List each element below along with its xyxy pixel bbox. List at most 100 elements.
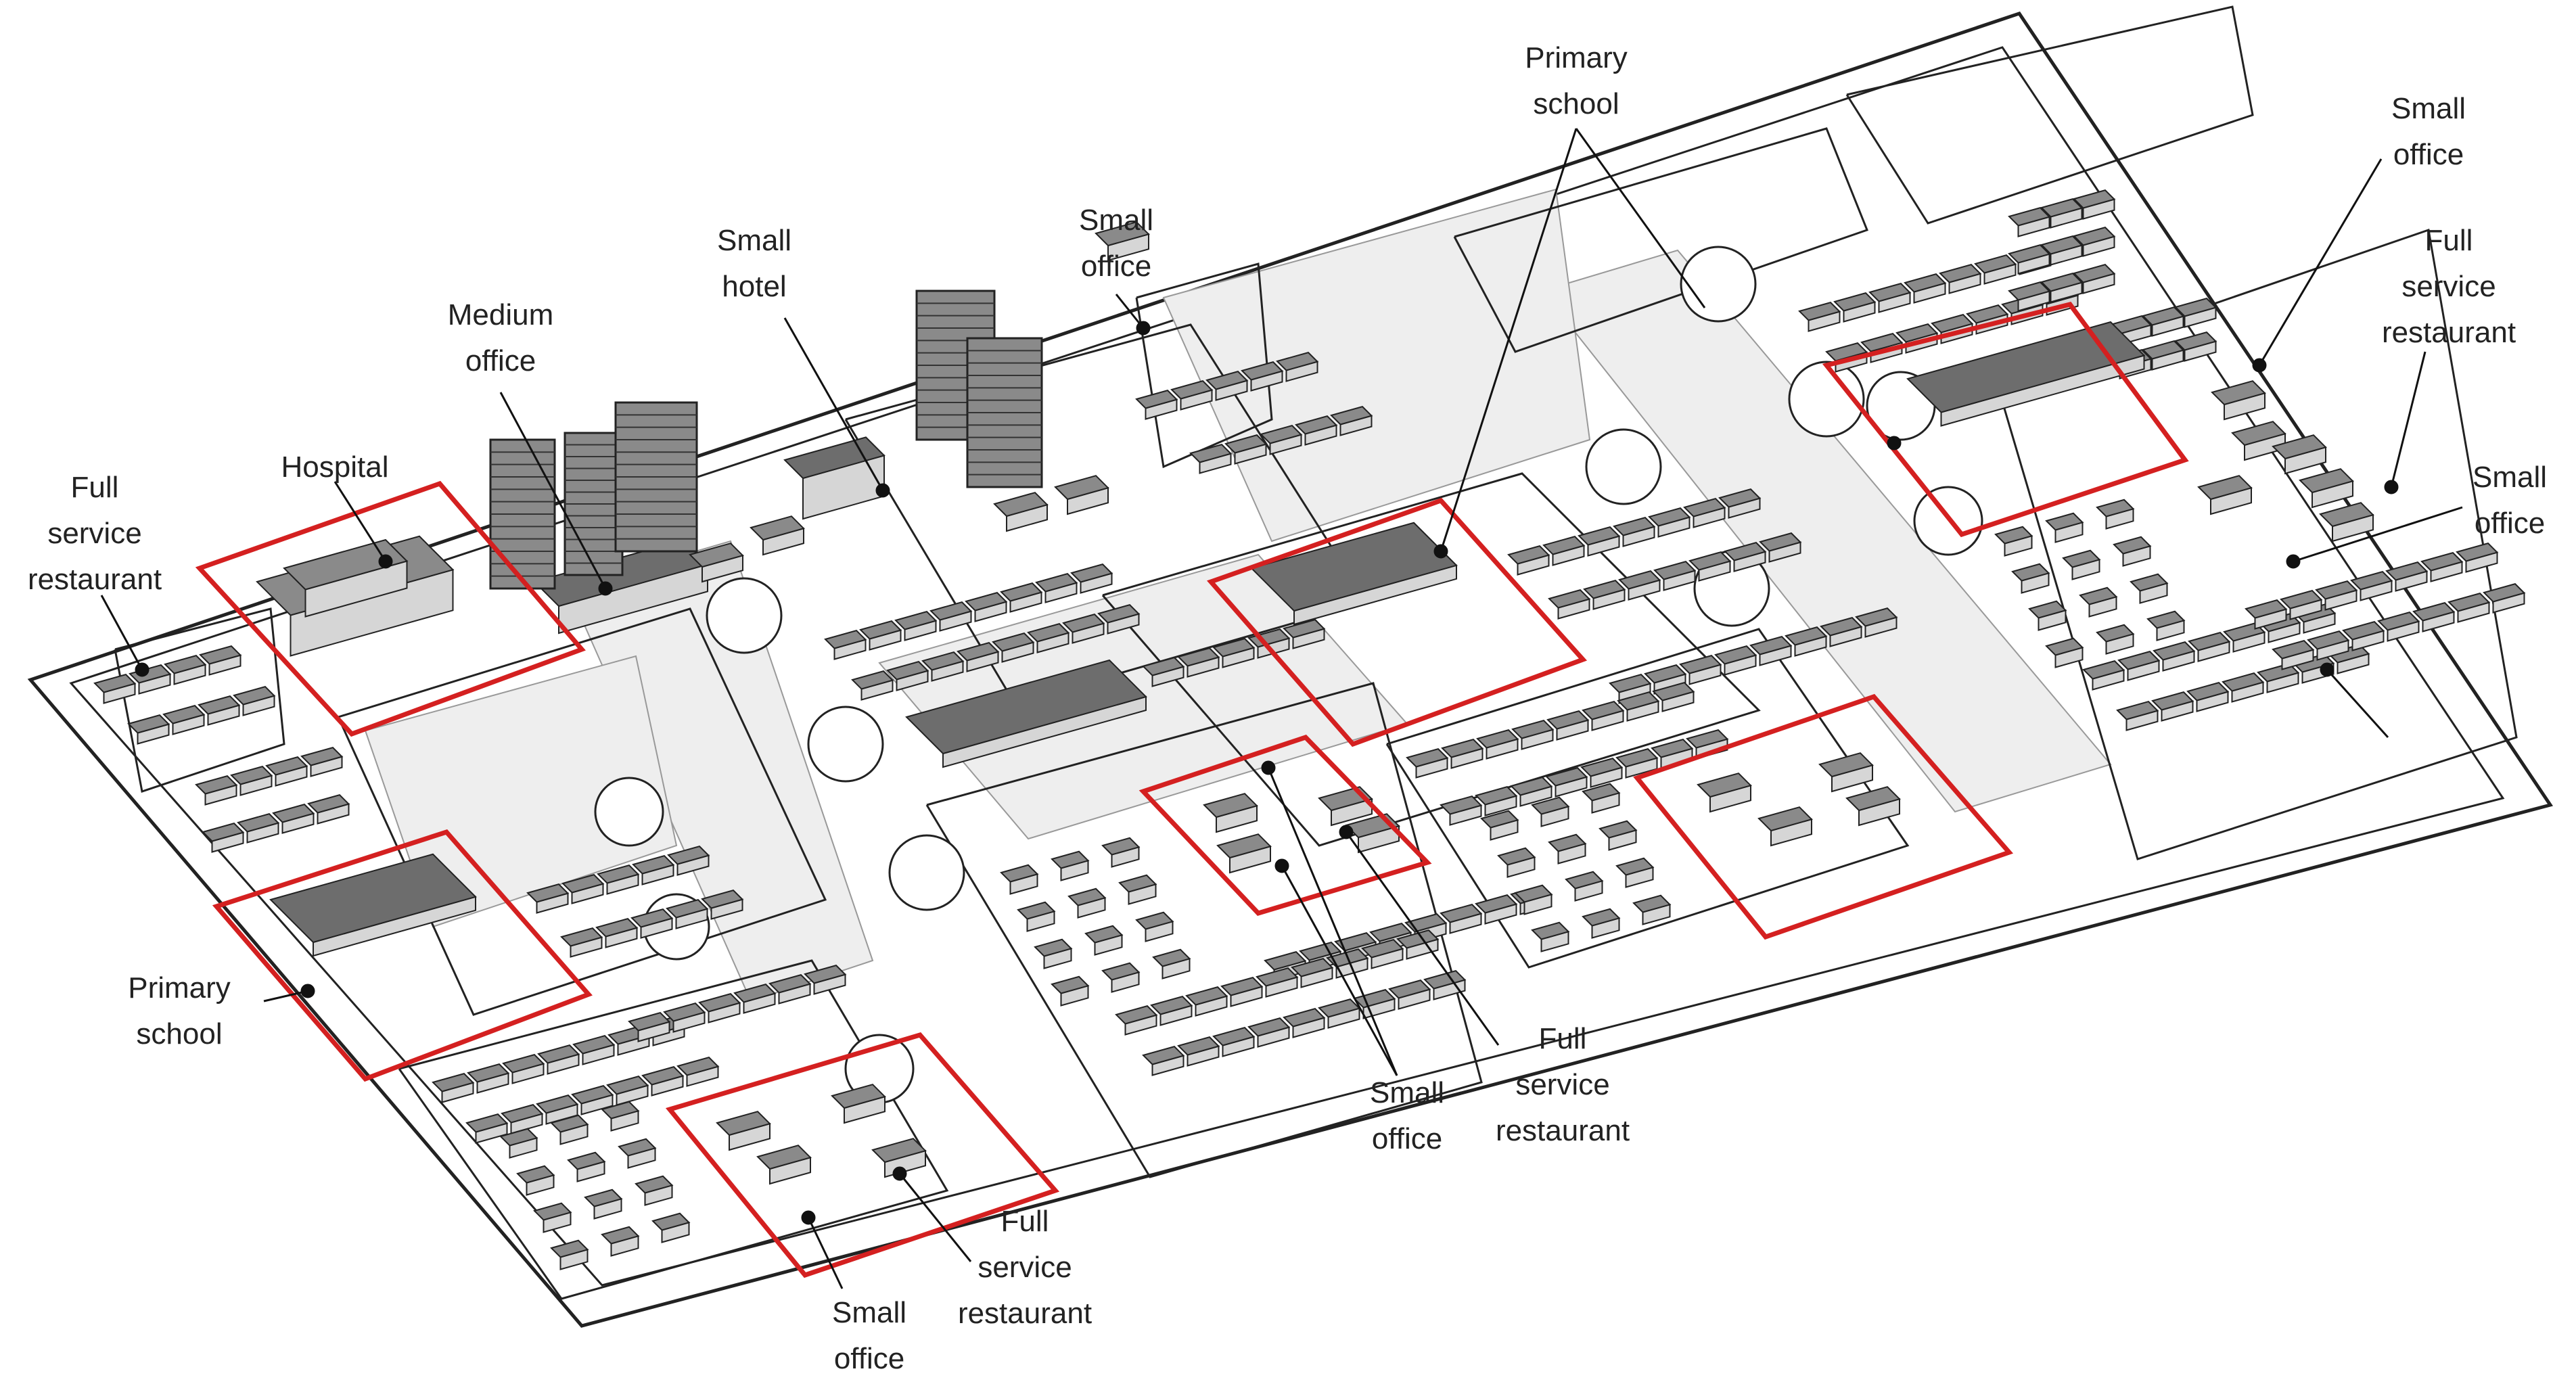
house-row [1283,1007,1326,1038]
house-row [2082,660,2125,691]
house-row [1224,434,1268,465]
small-commercial-building [689,543,744,583]
detached-house [1034,938,1073,969]
detached-house [550,1114,589,1145]
house-row [198,695,241,726]
house-row [1653,560,1697,591]
label-line: Primary [1525,41,1628,74]
small-commercial-building [1216,833,1272,874]
apartment-block [2008,206,2051,237]
apartment-block [2008,244,2051,275]
house-row [2412,601,2456,632]
highlight-office-center [1138,734,1432,916]
house-row [1683,497,1726,528]
detached-house [2096,499,2135,530]
house-row [666,898,709,929]
house-row [676,1056,720,1087]
house-row [992,632,1035,663]
highlight-restaurant-east [1633,693,2014,940]
house-row [1613,516,1656,547]
apartment-block [2142,340,2185,371]
detached-house [1051,850,1090,881]
apartment-block [2040,235,2084,266]
leader-lines [100,128,2463,1289]
label-line: office [834,1342,904,1375]
detached-house [1615,857,1655,888]
house-row [1035,572,1078,603]
house-row [1220,976,1264,1007]
small-commercial-building [2272,434,2327,475]
house-row [1714,645,1757,676]
small-commercial-building [750,515,805,556]
detached-house [635,1175,674,1206]
detached-house [1514,884,1553,915]
house-row [2222,672,2265,703]
house-row [230,765,273,796]
detached-house [1118,874,1157,905]
label-line: office [1081,250,1151,283]
detached-house [1497,847,1536,878]
house-row [1276,351,1319,382]
house-row [2420,551,2464,582]
detached-house [2096,624,2135,655]
office-tower [614,401,698,553]
house-row [432,1072,475,1103]
house-row [1580,757,1624,788]
highlight-primary-school-north [1206,497,1588,747]
small-commercial-building [1757,806,1813,847]
detached-house [2146,610,2186,641]
detached-house [651,1212,691,1243]
house-row [1189,443,1233,474]
house-row [886,660,929,691]
house-row [2342,620,2385,651]
house-row [1142,1045,1185,1076]
detached-house [1152,948,1191,979]
label-line: office [465,344,536,377]
house-row [606,1075,649,1106]
house-row [2186,681,2230,712]
house-row [202,822,245,853]
small-commercial-building [756,1145,812,1185]
house-row [2188,631,2231,662]
apartment-block [2073,226,2116,257]
apartment-block [2008,281,2051,312]
house-row [2116,700,2159,731]
house-row [561,873,605,904]
small-commercial-building [1095,221,1150,262]
label-line: Full [71,471,119,504]
detached-house [1582,783,1621,814]
label-line: Small [2472,461,2547,494]
house-row [1212,637,1256,668]
house-row [632,854,675,885]
house-row [1475,894,1518,925]
house-row [129,664,172,695]
detached-house [601,1226,640,1257]
label-small-office-east: Small office [2472,461,2547,540]
house-row [1833,292,1877,323]
house-row [501,1103,544,1134]
house-row [2117,650,2161,681]
label-line: Small [717,224,791,257]
label-line: office [2475,507,2545,540]
small-commercial-building [831,1084,886,1124]
house-row [1330,405,1373,436]
house-row [2272,639,2315,670]
house-row [768,973,812,1005]
detached-house [2079,586,2118,618]
building-masses [93,189,2526,1270]
house-row [595,917,639,948]
detached-house [1632,894,1672,925]
house-row [537,1044,580,1075]
house-row [1618,570,1661,601]
house-row [127,714,170,745]
house-row [1507,545,1550,576]
house-row [2280,589,2323,620]
detached-house [2113,536,2152,567]
house-row [1578,526,1621,557]
apartment-block [2040,198,2084,229]
apartment-block [2174,297,2217,328]
label-line: Full [2425,224,2473,257]
house-row [1260,424,1303,455]
label-line: office [1372,1122,1442,1155]
